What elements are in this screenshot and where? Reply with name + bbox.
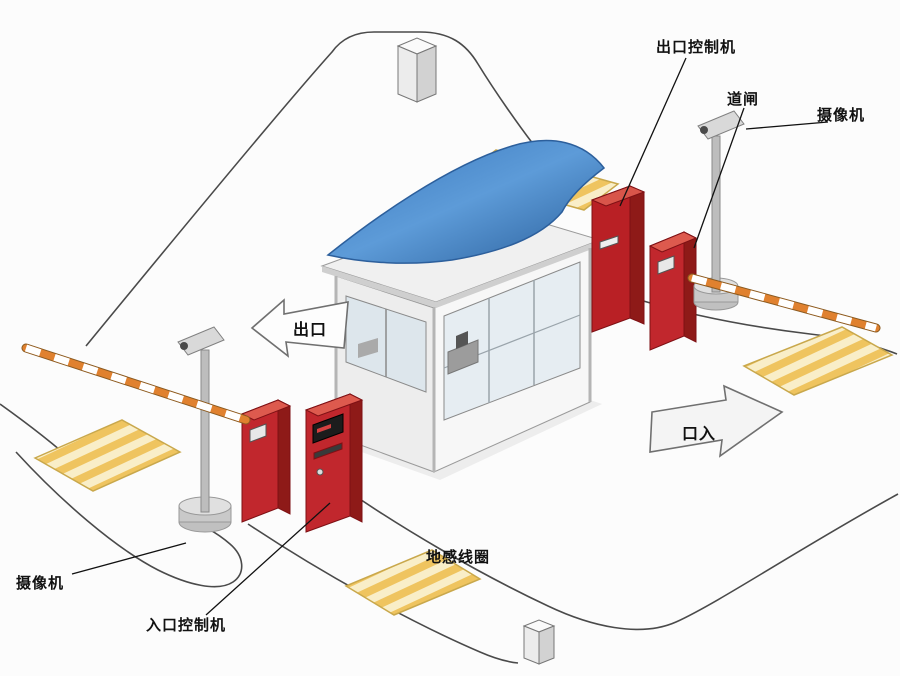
entrance-direction-label: 口入 bbox=[682, 424, 717, 443]
exit-direction-label: 出口 bbox=[293, 320, 328, 339]
exit-controller-leader-line bbox=[619, 57, 687, 207]
bollard-bottom-side-face bbox=[538, 625, 555, 665]
exit-direction-arrow-icon bbox=[250, 298, 349, 358]
camera-left-lens-icon bbox=[180, 342, 188, 350]
entrance-controller-side bbox=[349, 393, 363, 523]
barrier-gate-label: 道闸 bbox=[727, 90, 760, 108]
booth-roof-rim bbox=[322, 240, 600, 308]
ground-loop-bottom bbox=[344, 549, 482, 616]
bollard-bottom-front-face bbox=[523, 625, 540, 665]
bollard-bottom bbox=[522, 619, 556, 665]
entrance-barrier-side bbox=[277, 399, 291, 515]
ground-loop-right bbox=[742, 326, 894, 396]
exit-controller-slot bbox=[599, 235, 619, 250]
entrance-barrier-display bbox=[249, 423, 267, 443]
entrance-barrier-arm bbox=[21, 343, 251, 425]
exit-barrier-display bbox=[657, 255, 675, 275]
camera-right-pole bbox=[711, 135, 721, 293]
bollard-top-front-face bbox=[397, 45, 418, 103]
camera-left-pole bbox=[200, 349, 210, 513]
exit-controller-machine bbox=[590, 185, 646, 333]
entrance-controller-leader-line bbox=[205, 502, 331, 616]
entrance-controller-screen-text bbox=[317, 424, 331, 433]
camera-pole-left bbox=[177, 326, 232, 533]
exit-barrier-machine bbox=[648, 231, 698, 351]
leader-lines bbox=[71, 57, 829, 616]
entrance-controller-machine bbox=[304, 393, 364, 533]
exit-arm-stripes bbox=[691, 274, 877, 332]
booth-canopy bbox=[326, 139, 606, 264]
exit-controller-side bbox=[629, 185, 645, 325]
road-bottom-inner bbox=[331, 479, 899, 631]
entrance-direction-arrow-icon bbox=[649, 384, 784, 458]
exit-lane-equipment bbox=[590, 185, 698, 351]
exit-barrier-top bbox=[648, 231, 698, 253]
entrance-lane-equipment bbox=[240, 393, 364, 533]
bollard-top bbox=[396, 37, 438, 103]
ground-loop-left bbox=[33, 419, 182, 492]
direction-arrows bbox=[250, 298, 784, 458]
entrance-controller-button bbox=[316, 468, 324, 476]
entrance-controller-label: 入口控制机 bbox=[146, 616, 227, 634]
camera-right-label: 摄像机 bbox=[817, 106, 866, 124]
camera-right-head-icon bbox=[697, 110, 745, 140]
bollard-top-side-face bbox=[416, 45, 437, 103]
exit-controller-label: 出口控制机 bbox=[656, 38, 737, 56]
entrance-barrier-machine bbox=[240, 399, 292, 523]
camera-right-lens-icon bbox=[700, 126, 708, 134]
booth-interior-monitor bbox=[456, 331, 468, 349]
entrance-controller-top bbox=[304, 393, 364, 417]
exit-controller-front bbox=[591, 185, 631, 333]
ground-loop-label: 地感线圈 bbox=[426, 548, 491, 566]
road-uturn-island bbox=[15, 451, 243, 588]
entrance-arm-stripes bbox=[24, 344, 248, 424]
barrier-gate-leader-line bbox=[693, 107, 745, 249]
guard-booth bbox=[320, 139, 606, 480]
road-top-left bbox=[85, 31, 545, 347]
exit-controller-top bbox=[590, 185, 646, 207]
camera-left-head-icon bbox=[177, 326, 225, 356]
road-bottom-outer bbox=[247, 523, 519, 664]
camera-left-leader-line bbox=[71, 542, 187, 575]
exit-barrier-arm bbox=[687, 273, 881, 333]
booth-interior-shelf bbox=[358, 338, 378, 358]
camera-left-label: 摄像机 bbox=[16, 574, 65, 592]
entrance-controller-ticket-slot bbox=[313, 442, 343, 460]
camera-right-leader-line bbox=[745, 121, 829, 130]
